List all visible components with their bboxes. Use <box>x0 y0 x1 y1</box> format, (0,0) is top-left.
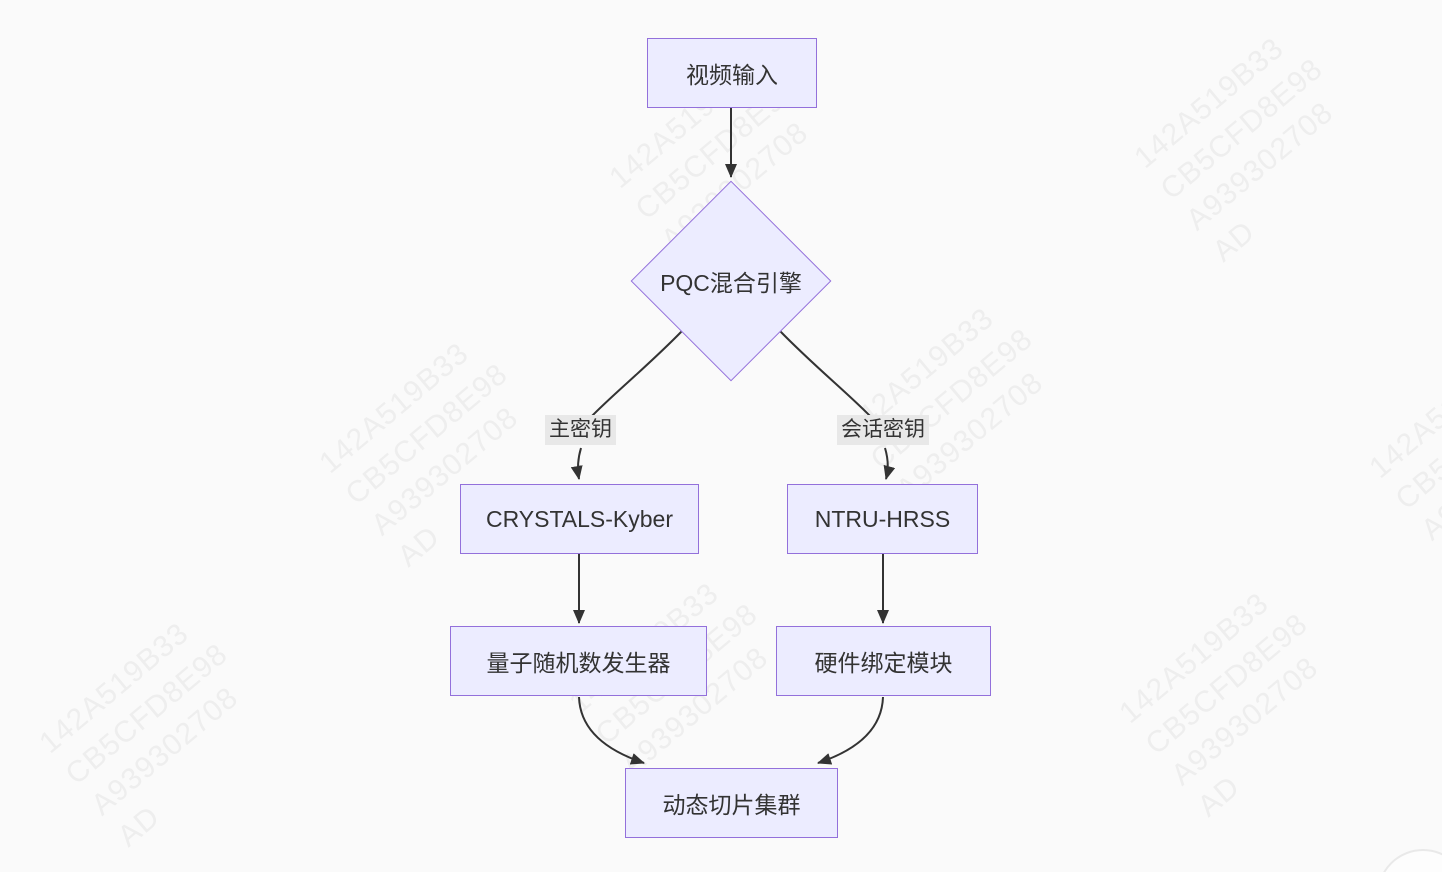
edge-label-master-key: 主密钥 <box>545 415 616 446</box>
node-label: PQC混合引擎 <box>660 270 802 296</box>
node-label: NTRU-HRSS <box>814 505 951 532</box>
node-label: CRYSTALS-Kyber <box>485 505 674 532</box>
edge-label-session-key: 会话密钥 <box>837 415 929 446</box>
edge-session-to-ntru <box>883 447 896 480</box>
edge-hardware-to-cluster <box>817 696 884 765</box>
node-ntru-hrss: NTRU-HRSS <box>787 484 978 554</box>
node-crystals-kyber: CRYSTALS-Kyber <box>460 484 699 554</box>
edge-engine-to-master <box>589 330 683 419</box>
edge-master-to-kyber <box>570 447 583 480</box>
node-pqc-engine: PQC混合引擎 <box>641 266 821 296</box>
node-label: 视频输入 <box>686 62 778 88</box>
edge-qrng-to-cluster <box>578 696 645 765</box>
node-dynamic-slice-cluster: 动态切片集群 <box>625 768 838 838</box>
node-label: 量子随机数发生器 <box>486 650 671 676</box>
node-label: 动态切片集群 <box>662 792 801 818</box>
node-video-input: 视频输入 <box>647 38 817 108</box>
node-quantum-rng: 量子随机数发生器 <box>450 626 707 696</box>
node-label: 硬件绑定模块 <box>814 650 953 676</box>
edge-engine-to-session <box>779 330 873 419</box>
node-hardware-binding: 硬件绑定模块 <box>776 626 991 696</box>
